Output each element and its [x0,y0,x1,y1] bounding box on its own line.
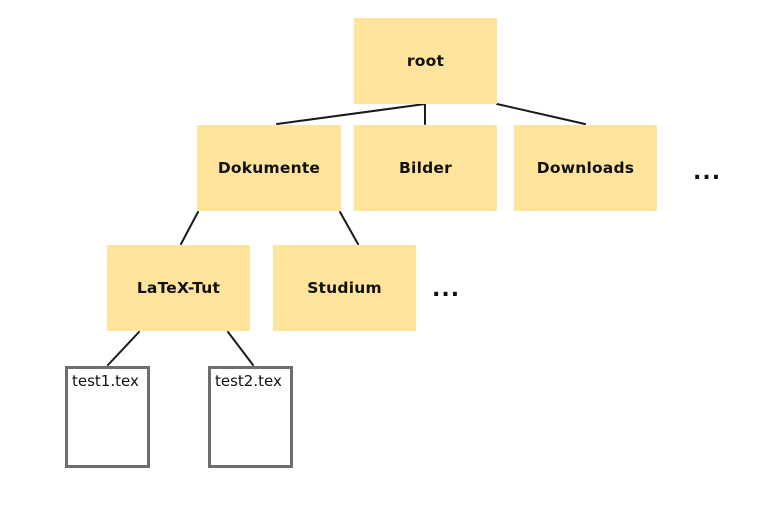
edge-latex-tut-to-test1 [107,331,140,366]
folder-node-dokumente[interactable]: Dokumente [197,125,341,211]
ellipsis-row3: ... [432,277,461,302]
edge-root-to-dokumente [276,103,426,125]
folder-node-studium[interactable]: Studium [273,245,416,331]
node-label-bilder: Bilder [399,159,452,177]
node-label-root: root [406,52,445,70]
edge-latex-tut-to-test2 [227,331,254,366]
file-node-test2[interactable]: test2.tex [208,366,293,468]
folder-node-downloads[interactable]: Downloads [514,125,657,211]
node-label-studium: Studium [307,279,382,297]
folder-node-bilder[interactable]: Bilder [354,125,497,211]
node-label-test1: test1.tex [72,372,139,390]
node-label-test2: test2.tex [215,372,282,390]
file-node-test1[interactable]: test1.tex [65,366,150,468]
node-label-latex-tut: LaTeX-Tut [136,279,221,297]
folder-node-root[interactable]: root [354,18,497,104]
edge-dokumente-to-latex-tut [180,211,199,245]
node-label-downloads: Downloads [536,159,635,177]
edge-root-to-downloads [496,103,586,125]
folder-node-latex-tut[interactable]: LaTeX-Tut [107,245,250,331]
edge-dokumente-to-studium [339,211,359,245]
node-label-dokumente: Dokumente [217,159,321,177]
ellipsis-row2: ... [693,160,722,185]
